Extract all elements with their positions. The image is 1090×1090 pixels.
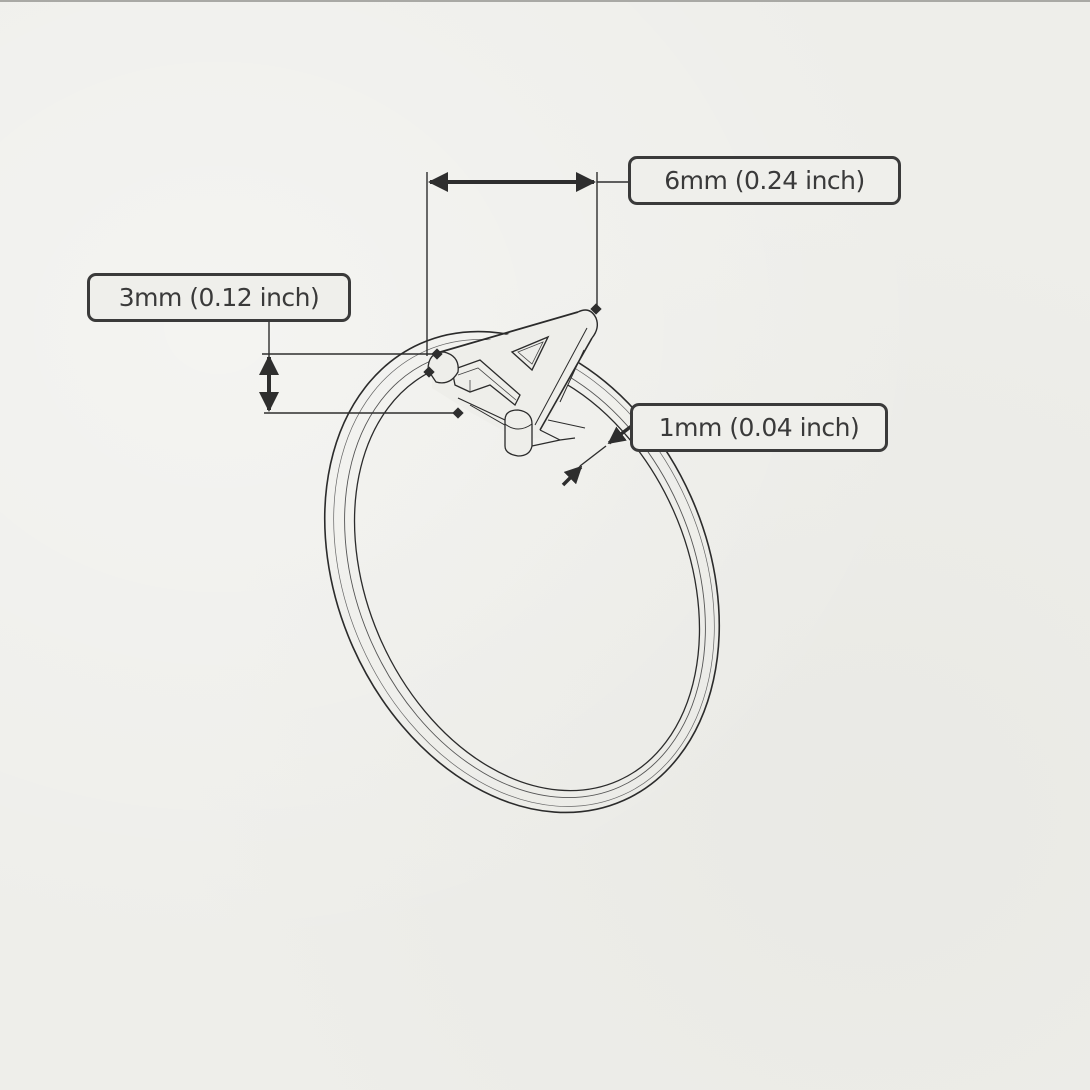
- dimension-height: [259, 322, 464, 419]
- dimension-label-band-thickness: 1mm (0.04 inch): [630, 403, 888, 452]
- dimension-band-thickness: [561, 423, 635, 487]
- top-border: [0, 0, 1090, 2]
- dimension-label-width: 6mm (0.24 inch): [628, 156, 901, 205]
- dimension-label-height: 3mm (0.12 inch): [87, 273, 351, 322]
- letter-a-charm: [427, 309, 599, 457]
